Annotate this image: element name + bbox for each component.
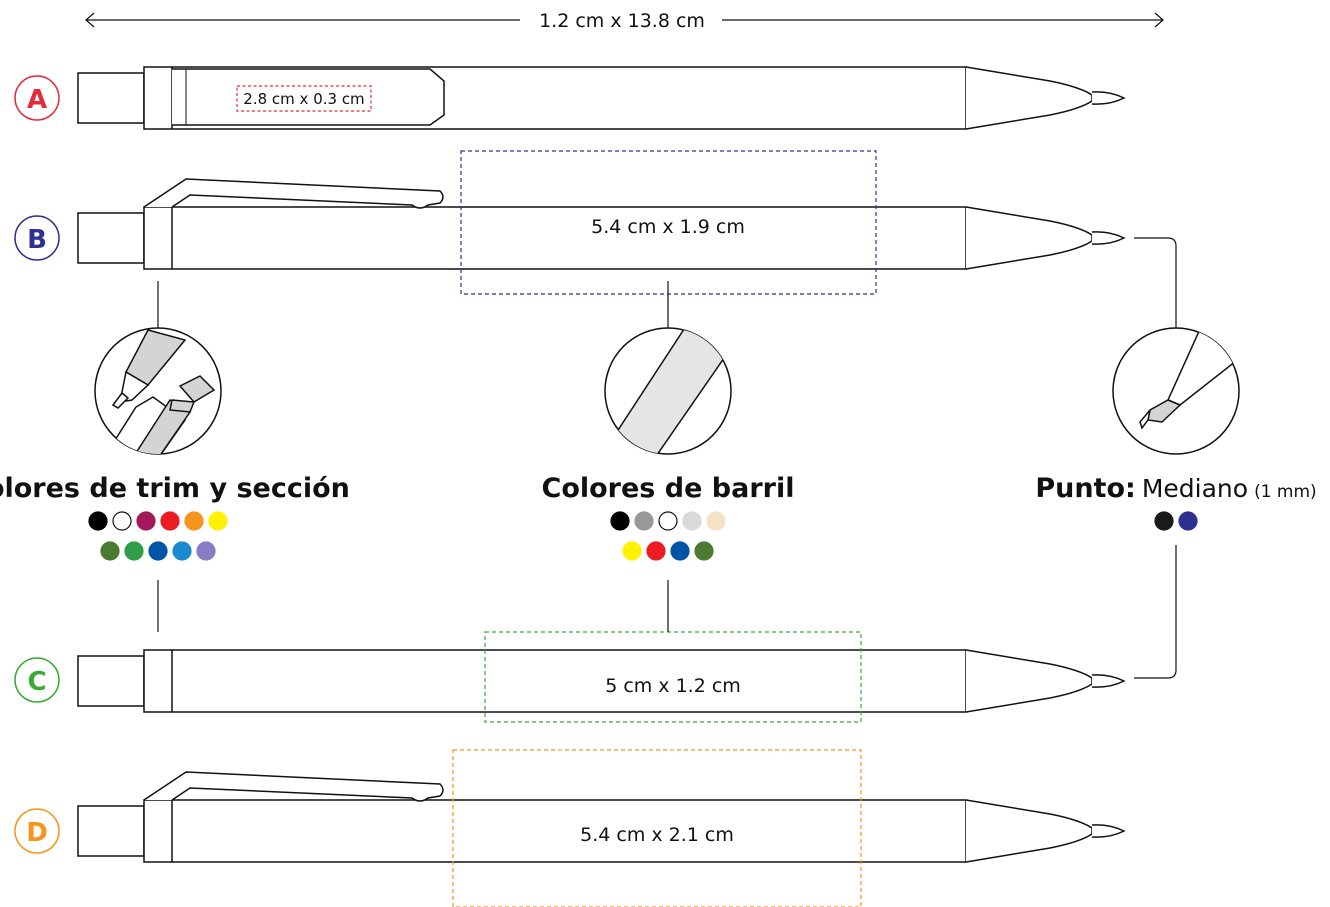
imprint-label-c: 5 cm x 1.2 cm <box>605 675 741 697</box>
overall-size-arrow <box>85 12 1164 28</box>
variant-letter-c: C <box>27 667 46 697</box>
trim-color-swatch <box>88 511 108 531</box>
barrel-color-swatch <box>658 511 678 531</box>
barrel-color-swatch <box>646 541 666 561</box>
pen-d <box>77 771 1125 863</box>
trim-color-swatch <box>136 511 156 531</box>
point-title-value: Mediano <box>1142 474 1248 503</box>
barrel-color-swatch <box>670 541 690 561</box>
imprint-area-d <box>452 749 862 907</box>
trim-color-swatch <box>124 541 144 561</box>
barrel-color-swatch <box>682 511 702 531</box>
imprint-label-b: 5.4 cm x 1.9 cm <box>591 216 745 238</box>
variant-badge-d <box>14 808 60 854</box>
trim-color-swatch <box>112 511 132 531</box>
ink-color-swatch <box>1154 511 1174 531</box>
trim-color-swatch <box>148 541 168 561</box>
overall-size-label: 1.2 cm x 13.8 cm <box>539 10 705 32</box>
barrel-color-swatch <box>634 511 654 531</box>
variant-badge-c <box>14 657 60 703</box>
trim-color-swatch <box>100 541 120 561</box>
barrel-swatches <box>610 511 726 561</box>
imprint-label-d: 5.4 cm x 2.1 cm <box>580 824 734 846</box>
barrel-color-swatch <box>610 511 630 531</box>
barrel-detail-circle <box>604 327 732 455</box>
variant-badge-a <box>14 75 60 121</box>
trim-color-swatch <box>172 541 192 561</box>
point-title-bold: Punto: <box>1035 473 1136 504</box>
barrel-colors-title: Colores de barril <box>542 473 795 504</box>
imprint-area-c <box>484 631 862 723</box>
imprint-label-a: 2.8 cm x 0.3 cm <box>243 90 364 108</box>
point-swatches <box>1154 511 1198 531</box>
variant-letter-b: B <box>27 225 47 255</box>
pen-a <box>77 66 1125 130</box>
trim-color-swatch <box>208 511 228 531</box>
trim-swatches <box>88 511 228 561</box>
variant-letter-d: D <box>26 818 48 848</box>
imprint-area-a <box>236 85 372 112</box>
variant-badge-b <box>14 215 60 261</box>
leader-lines <box>157 237 1177 679</box>
variant-letter-a: A <box>27 85 47 115</box>
trim-color-swatch <box>196 541 216 561</box>
barrel-color-swatch <box>706 511 726 531</box>
trim-color-swatch <box>160 511 180 531</box>
barrel-color-swatch <box>694 541 714 561</box>
trim-detail-circle <box>94 327 222 455</box>
pen-c <box>77 649 1125 713</box>
ink-color-swatch <box>1178 511 1198 531</box>
point-title-note: (1 mm) <box>1254 482 1317 502</box>
barrel-color-swatch <box>622 541 642 561</box>
point-detail-circle <box>1112 327 1240 455</box>
trim-color-swatch <box>184 511 204 531</box>
point-title: Punto:Mediano (1 mm) <box>1035 473 1316 504</box>
trim-colors-title: Colores de trim y sección <box>0 473 350 504</box>
